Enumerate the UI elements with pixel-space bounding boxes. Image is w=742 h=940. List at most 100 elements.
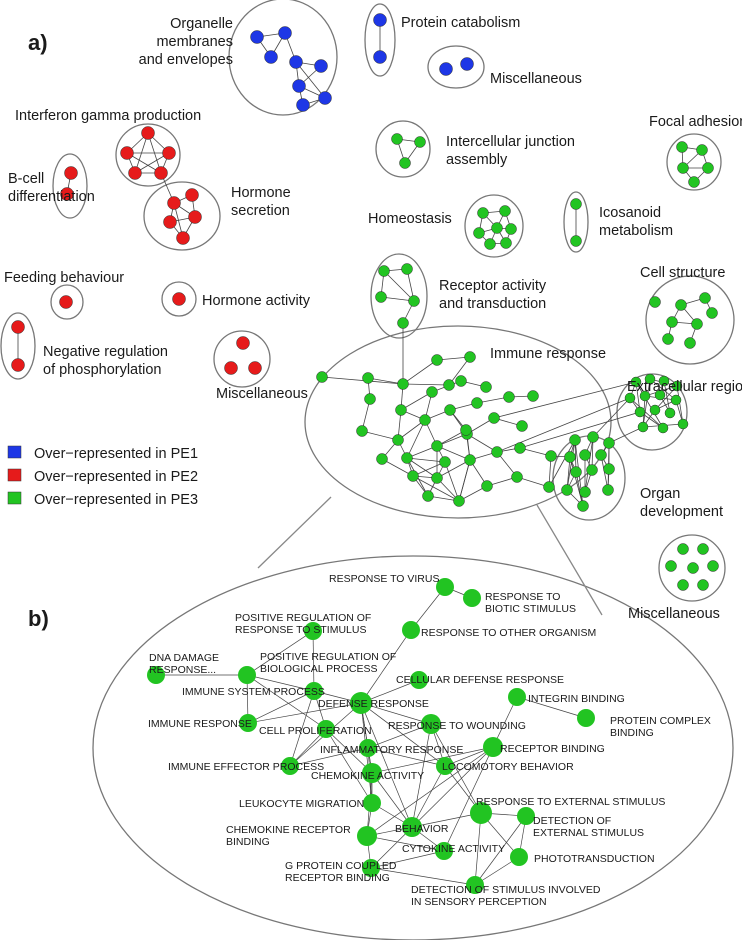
term-node-inflammatory-response <box>359 739 377 757</box>
term-label-immune-response: IMMUNE RESPONSE <box>148 718 252 730</box>
term-label-line: INTEGRIN BINDING <box>528 693 625 705</box>
hull-misc-blue <box>427 45 485 89</box>
term-label-line: POSITIVE REGULATION OF <box>235 612 371 624</box>
term-node-receptor-binding <box>483 737 503 757</box>
cluster-label-line: Interferon gamma production <box>15 108 201 124</box>
term-label-line: EXTERNAL STIMULUS <box>533 827 644 839</box>
edge-immune-1 <box>402 383 450 386</box>
cluster-label-organ-dev: Organ development <box>640 486 723 520</box>
term-label-phototransduction: PHOTOTRANSDUCTION <box>534 853 655 865</box>
edge-term-1 <box>410 586 446 631</box>
edge-term-41 <box>474 815 527 886</box>
node-focal-adhesion-3 <box>702 162 714 174</box>
cluster-label-line: Miscellaneous <box>216 386 308 402</box>
hull-receptor-activity <box>370 253 428 339</box>
node-interferon-0 <box>141 126 155 140</box>
term-label-response-external: RESPONSE TO EXTERNAL STIMULUS <box>476 796 665 808</box>
term-label-line: IN SENSORY PERCEPTION <box>411 896 547 908</box>
node-bcell-0 <box>64 166 78 180</box>
term-label-leukocyte-migration: LEUKOCYTE MIGRATION <box>239 798 364 810</box>
edge-term-44 <box>366 835 445 852</box>
term-node-g-protein <box>362 859 380 877</box>
edge-term-55 <box>370 867 476 886</box>
hull-icosanoid <box>563 191 589 253</box>
edge-bridge-0 <box>493 381 637 419</box>
node-organ-dev-2 <box>603 437 615 449</box>
edge-immune-13 <box>361 430 399 441</box>
zoom-line-right <box>536 504 603 616</box>
hull-cell-structure <box>645 275 735 365</box>
edge-term-32 <box>411 765 446 828</box>
node-immune-23 <box>516 420 528 432</box>
node-neg-phosph-0 <box>11 320 25 334</box>
cluster-label-hormone-activity: Hormone activity <box>202 293 311 309</box>
edge-term-30 <box>371 772 413 828</box>
edge-term-11 <box>289 690 315 767</box>
node-protein-catabolism-0 <box>373 13 387 27</box>
panel-a-label: a) <box>28 30 48 55</box>
cluster-label-line: assembly <box>446 152 508 168</box>
node-immune-16 <box>503 391 515 403</box>
edge-immune-63 <box>458 459 471 502</box>
edge-term-35 <box>325 728 373 804</box>
term-label-line: RESPONSE TO STIMULUS <box>235 624 366 636</box>
term-node-defense-response <box>350 692 372 714</box>
node-homeostasis-5 <box>484 238 496 250</box>
node-immune-8 <box>455 375 467 387</box>
term-label-line: PROTEIN COMPLEX <box>610 715 711 727</box>
term-label-line: RESPONSE TO <box>485 591 560 603</box>
edge-org-0-9 <box>566 439 576 491</box>
term-label-line: DETECTION OF <box>533 815 611 827</box>
edge-immune-39 <box>412 461 446 477</box>
node-misc-green-2 <box>665 560 677 572</box>
cluster-label-line: membranes <box>156 34 233 50</box>
node-cell-structure-0 <box>649 296 661 308</box>
node-focal-adhesion-1 <box>696 144 708 156</box>
node-receptor-activity-3 <box>408 295 420 307</box>
hull-organ-dev <box>552 435 626 521</box>
node-immune-11 <box>356 425 368 437</box>
term-label-line: POSITIVE REGULATION OF <box>260 651 396 663</box>
cluster-label-line: Miscellaneous <box>490 71 582 87</box>
edge-term-28 <box>370 746 494 869</box>
edge-term-51 <box>360 702 373 774</box>
term-node-immune-response <box>239 714 257 732</box>
cluster-label-line: Organ <box>640 486 680 502</box>
term-label-line: RESPONSE TO EXTERNAL STIMULUS <box>476 796 665 808</box>
node-immune-22 <box>488 412 500 424</box>
cluster-label-line: development <box>640 504 723 520</box>
node-focal-adhesion-2 <box>677 162 689 174</box>
node-immune-10 <box>364 393 376 405</box>
legend-label-pe2: Over−represented in PE2 <box>34 469 198 485</box>
term-label-line: PHOTOTRANSDUCTION <box>534 853 655 865</box>
edge-organelle-8 <box>295 61 326 99</box>
cluster-label-misc-blue: Miscellaneous <box>490 71 582 87</box>
edge-term-22 <box>430 723 482 814</box>
node-immune-29 <box>422 490 434 502</box>
cluster-label-protein-catabolism: Protein catabolism <box>401 15 520 31</box>
term-label-line: CYTOKINE ACTIVITY <box>402 843 505 855</box>
term-label-line: RECEPTOR BINDING <box>500 743 605 755</box>
term-label-cellular-defense: CELLULAR DEFENSE RESPONSE <box>396 674 564 686</box>
term-node-immune-effector <box>281 757 299 775</box>
node-misc-green-3 <box>687 562 699 574</box>
node-extracellular-5 <box>639 390 651 402</box>
cluster-label-immune-response: Immune response <box>490 346 606 362</box>
node-organelle-7 <box>296 98 310 112</box>
hull-immune-response <box>304 325 612 519</box>
node-immune-24 <box>407 470 419 482</box>
edge-term-15 <box>360 702 432 725</box>
node-organ-dev-7 <box>586 464 598 476</box>
node-intercellular-2 <box>399 157 411 169</box>
term-node-pos-reg-biological <box>238 666 256 684</box>
node-neg-phosph-1 <box>11 358 25 372</box>
node-organ-dev-6 <box>570 466 582 478</box>
term-node-leukocyte-migration <box>363 794 381 812</box>
edge-ext-1-7 <box>649 378 677 401</box>
cluster-label-line: Miscellaneous <box>628 606 720 622</box>
